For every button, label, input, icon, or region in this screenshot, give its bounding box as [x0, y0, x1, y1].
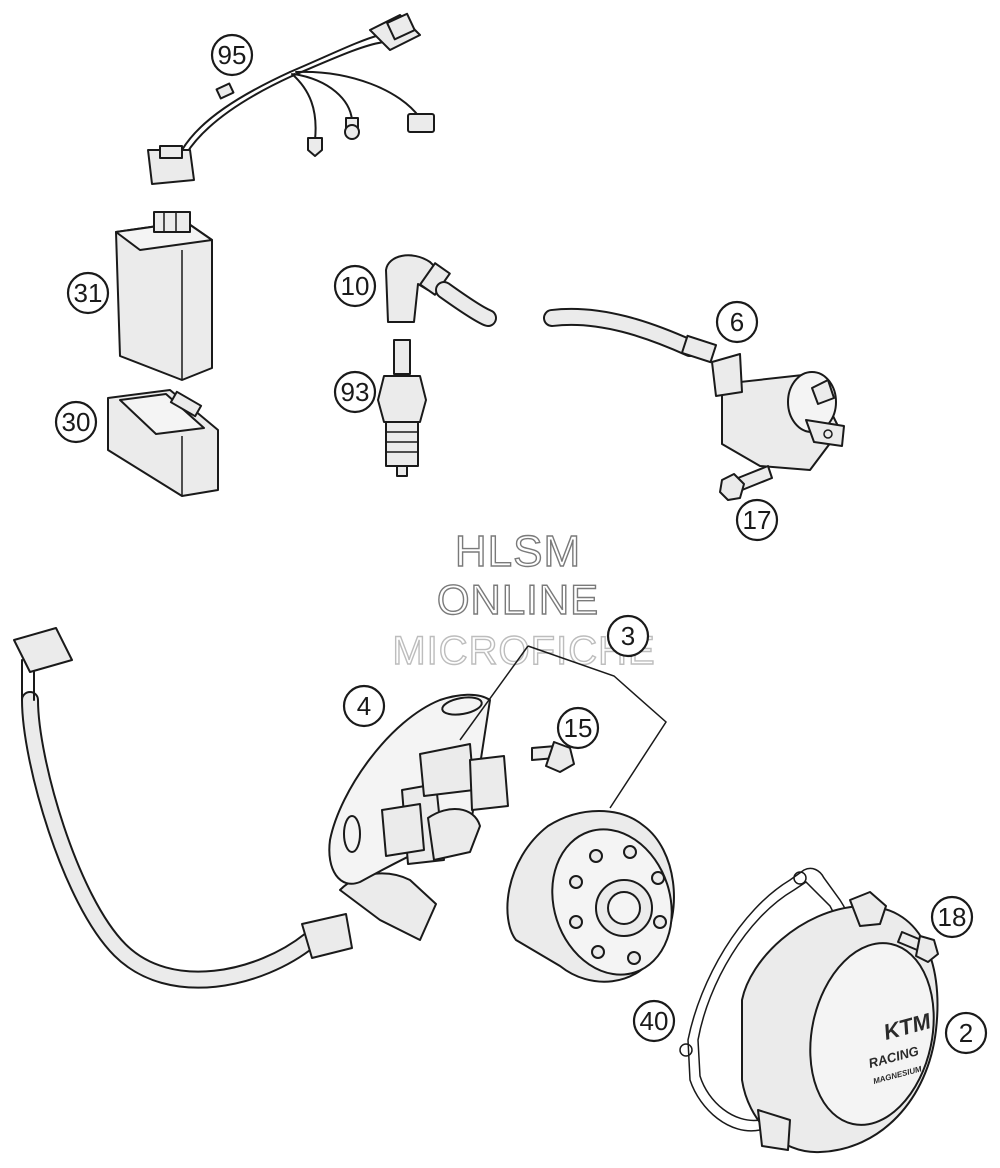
callout-17-label: 17: [743, 505, 772, 535]
callouts: 95 31 30 10 93 6 17 4 3 15 18 40 2: [54, 33, 988, 1055]
callout-3-label: 3: [621, 621, 635, 651]
callout-40-label: 40: [640, 1006, 669, 1036]
callout-31-label: 31: [74, 278, 103, 308]
ignition-coil: [543, 307, 845, 471]
callout-95: 95: [210, 33, 254, 77]
callout-18-label: 18: [938, 902, 967, 932]
callout-2: 2: [944, 1011, 988, 1055]
callout-10: 10: [333, 264, 377, 308]
callout-93: 93: [333, 370, 377, 414]
callout-6-label: 6: [730, 307, 744, 337]
callout-95-label: 95: [218, 40, 247, 70]
callout-15-label: 15: [564, 713, 593, 743]
watermark-line-1: HLSM: [455, 527, 581, 576]
leader-lines: [459, 645, 667, 809]
stator-screw: [531, 741, 575, 773]
spark-plug: [377, 339, 427, 477]
coil-bolt: [719, 465, 773, 501]
spark-plug-cap: [385, 254, 497, 327]
callout-17: 17: [735, 498, 779, 542]
cover-bolt: [897, 931, 939, 963]
cdi-unit: [115, 211, 213, 381]
callout-40: 40: [632, 999, 676, 1043]
callout-4: 4: [342, 684, 386, 728]
stator: [13, 627, 509, 989]
ignition-cover: KTM RACING MAGNESIUM: [741, 891, 939, 1154]
callout-31: 31: [66, 271, 110, 315]
watermark-line-2: ONLINE: [437, 576, 599, 623]
callout-93-label: 93: [341, 377, 370, 407]
callout-18: 18: [930, 895, 974, 939]
rotor: [506, 810, 675, 983]
callout-15: 15: [556, 706, 600, 750]
callout-10-label: 10: [341, 271, 370, 301]
callout-3: 3: [606, 614, 650, 658]
callout-2-label: 2: [959, 1018, 973, 1048]
callout-4-label: 4: [357, 691, 371, 721]
callout-30: 30: [54, 400, 98, 444]
cdi-holder: [107, 389, 219, 497]
callout-30-label: 30: [62, 407, 91, 437]
callout-6: 6: [715, 300, 759, 344]
wiring-harness: [147, 12, 435, 185]
